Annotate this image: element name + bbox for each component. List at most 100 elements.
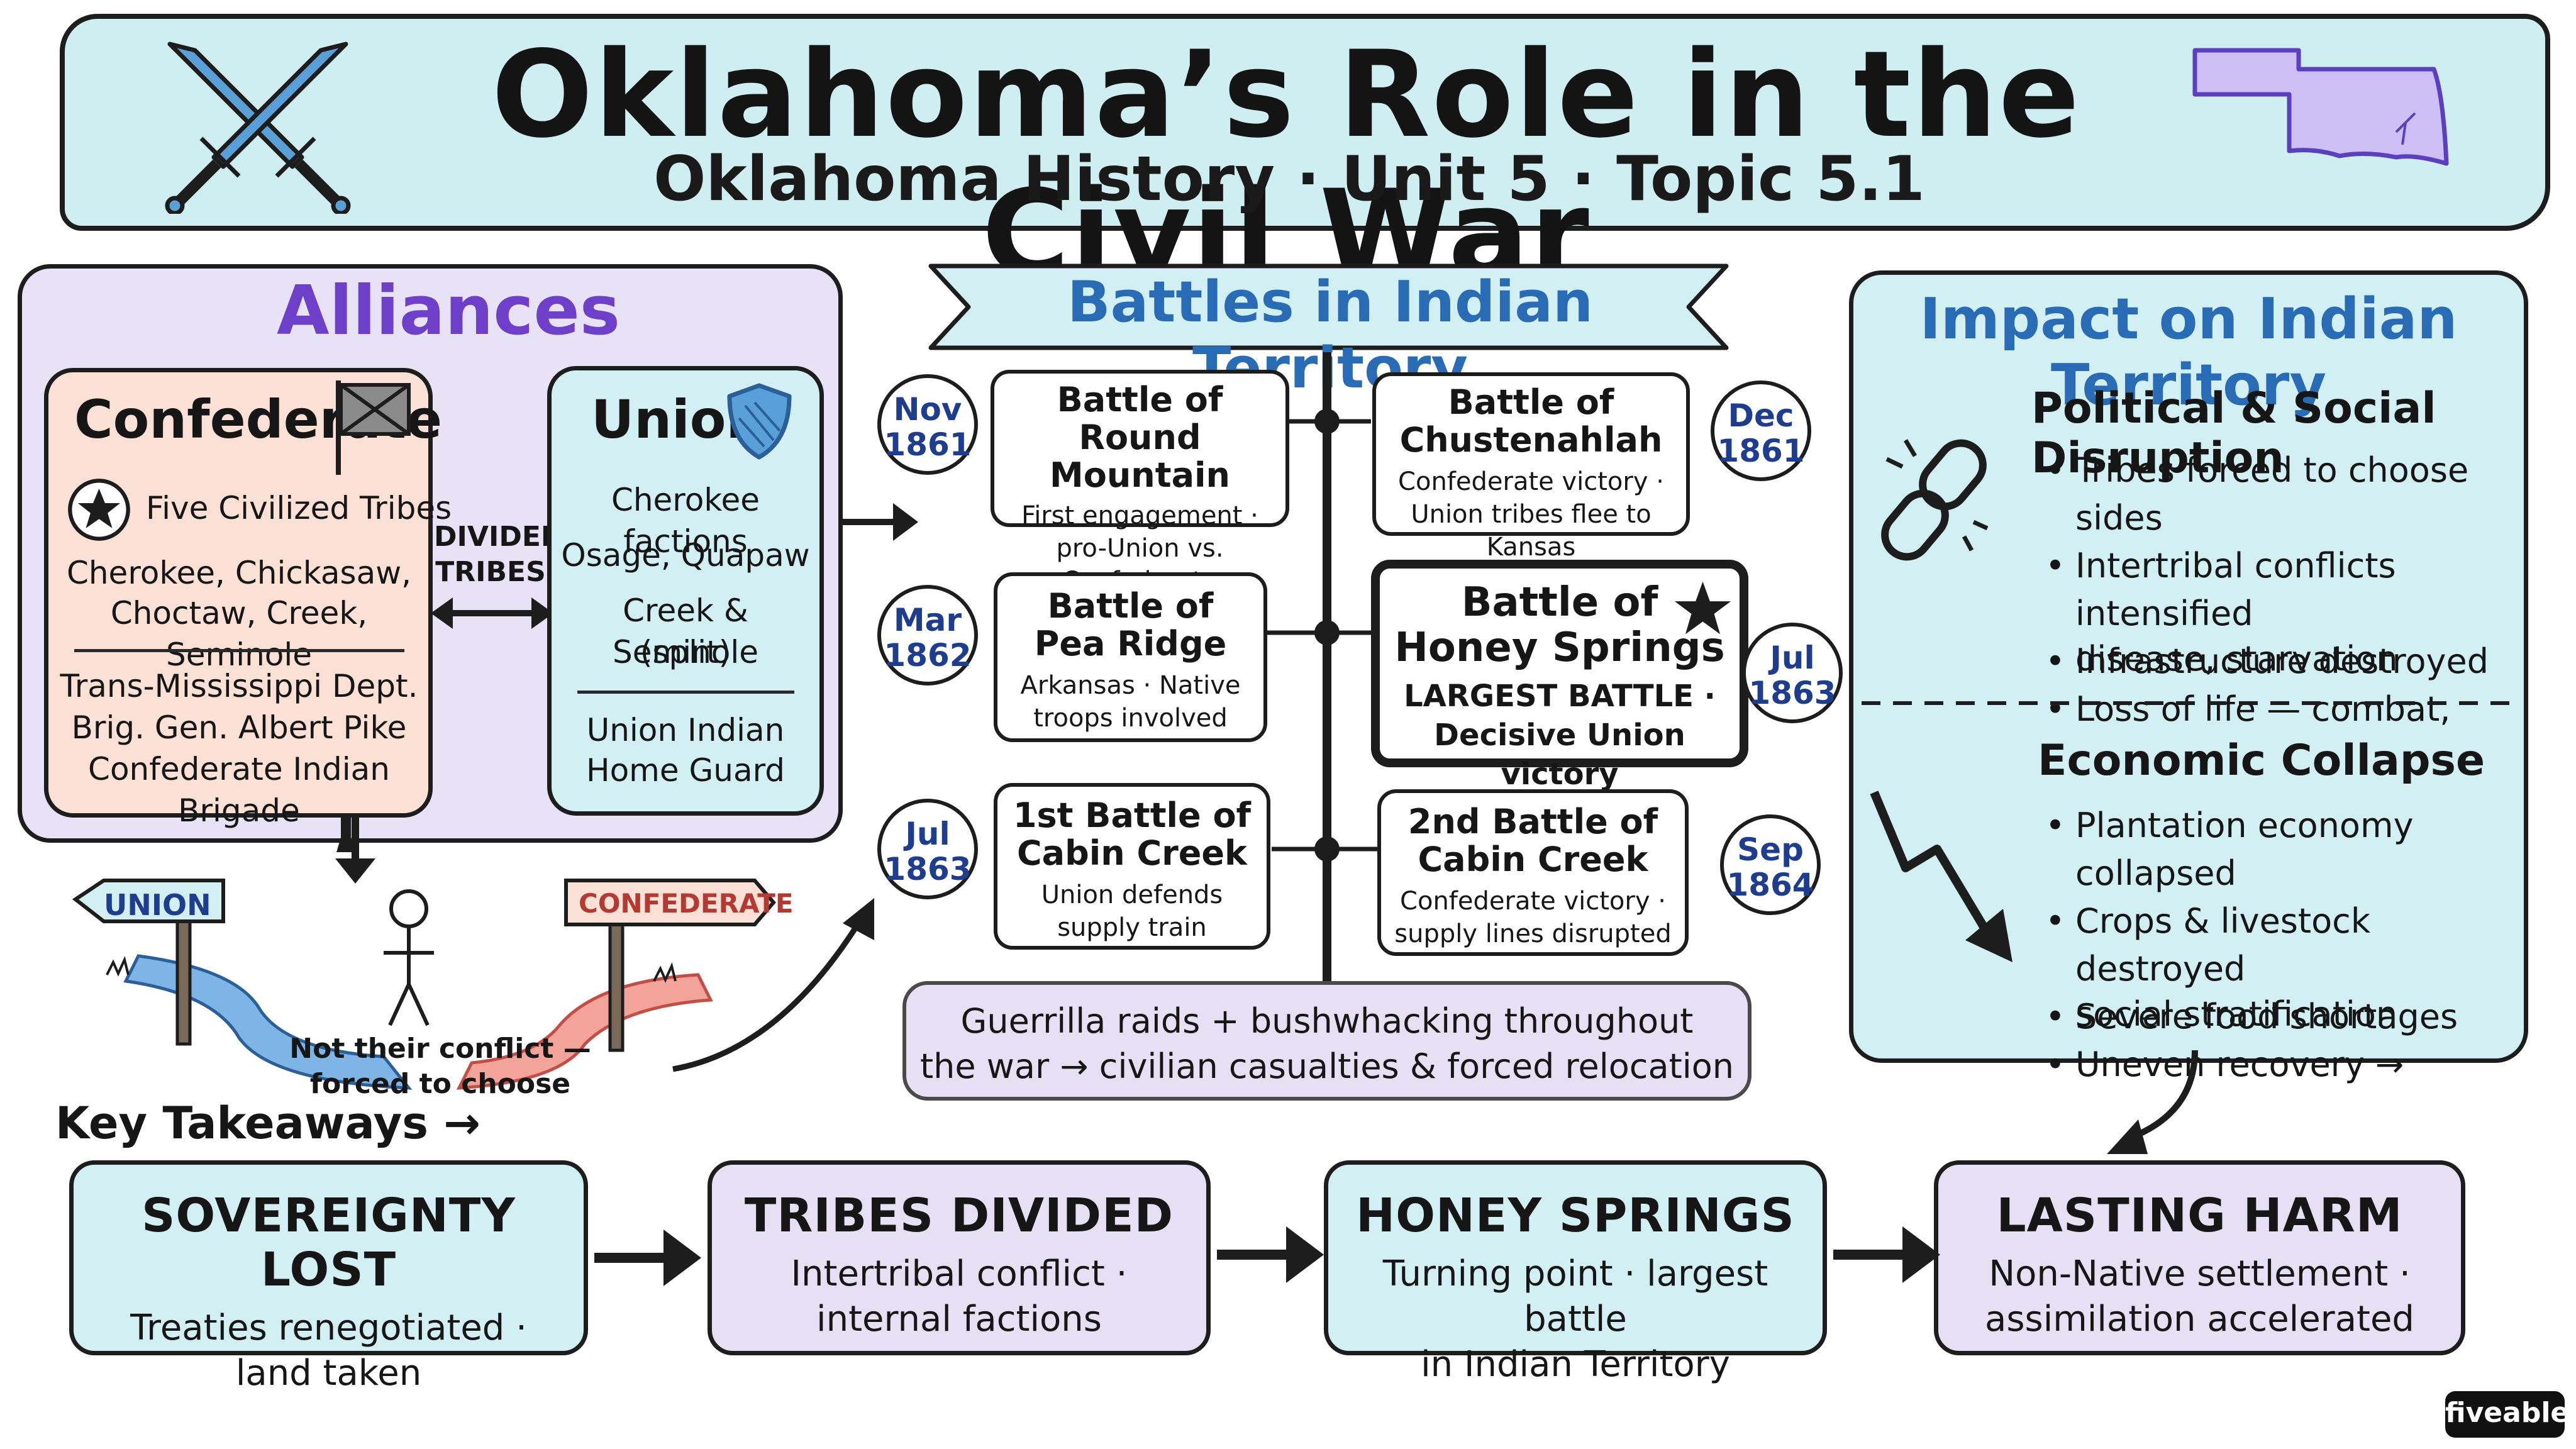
battle-desc-line2: troops involved [1033,704,1228,733]
battle-name-line1: Battle of [1057,380,1223,419]
list-item: Uneven recovery → [2038,1041,2516,1089]
list-item: Intertribal conflicts intensified [2038,542,2516,638]
divided-line2: TRIBES [435,556,546,588]
battle-card-pea-ridge: Battle of Pea Ridge Arkansas · Native tr… [994,572,1267,742]
list-item-continued: disease, starvation [2075,639,2398,679]
confederate-dept-line1: Trans-Mississippi Dept. [60,668,418,704]
battle-card-2nd-cabin-creek: 2nd Battle of Cabin Creek Confederate vi… [1377,789,1689,956]
takeaway-line2: in Indian Territory [1421,1344,1730,1385]
date-year: 1862 [884,637,972,674]
confederate-dept-line2: Brig. Gen. Albert Pike [71,709,407,746]
date-month: Jul [905,816,950,852]
battle-name-line2: Chustenahlah [1399,420,1663,460]
shield-icon [727,383,792,460]
right-arrow-icon [840,503,918,541]
battle-date-badge: Dec 1861 [1711,380,1811,481]
union-line2: Osage, Quapaw [561,537,810,574]
battle-desc-line2: Union tribes flee to Kansas [1411,500,1652,562]
takeaway-card-honey-springs: HONEY SPRINGS Turning point · largest ba… [1324,1160,1827,1385]
battle-date-badge: Mar 1862 [877,585,978,686]
union-guard-line1: Union Indian [586,712,785,748]
star-icon [68,479,130,541]
political-list: Tribes forced to choose sides Intertriba… [2038,447,2516,733]
list-item: Plantation economy collapsed [2038,802,2516,897]
confederate-tribes-line2: Choctaw, Creek, Seminole [110,595,368,673]
guerrilla-note: Guerrilla raids + bushwhacking throughou… [902,981,1752,1101]
battle-card-chustenahlah: Battle of Chustenahlah Confederate victo… [1372,372,1690,562]
takeaway-card-sovereignty: SOVEREIGNTY LOST Treaties renegotiated ·… [69,1160,588,1394]
right-arrow-icon [594,1230,701,1286]
battles-ribbon [928,264,1729,350]
takeaway-line1: Intertribal conflict · [791,1253,1128,1294]
page-subtitle: Oklahoma History · Unit 5 · Topic 5.1 [653,143,1925,215]
battle-desc-line1: First engagement · [1021,501,1258,530]
battle-name-line2: Round Mountain [1050,418,1230,495]
key-takeaways-label: Key Takeaways → [55,1097,480,1149]
divided-line1: DIVIDED [434,521,564,553]
battle-desc-line2: supply train [1057,913,1207,942]
right-arrow-icon [1833,1226,1940,1283]
battle-desc-line1: Union defends [1041,880,1223,909]
list-item: Severe food shortages [2038,993,2516,1041]
takeaway-line1: Treaties renegotiated · [130,1307,527,1348]
union-line3: Creek & Seminole [612,592,759,670]
battle-name-line1: Battle of [1461,579,1658,626]
divided-tribes-label: DIVIDED TRIBES [434,519,564,590]
list-item: Crops & livestock destroyed [2038,897,2516,993]
battle-name-line2: Cabin Creek [1418,840,1648,879]
broken-chain-icon [1881,439,1989,561]
fiveable-logo: fiveable [2445,1391,2569,1438]
takeaway-card-tribes-divided: TRIBES DIVIDED Intertribal conflict · in… [708,1160,1211,1355]
star-icon [1674,581,1731,635]
battle-name-line2: Pea Ridge [1034,624,1227,663]
guerrilla-line2: the war → civilian casualties & forced r… [919,1046,1735,1086]
battle-desc-line1: Arkansas · Native [1020,671,1241,700]
takeaway-line1: Non-Native settlement · [1989,1253,2411,1294]
guerrilla-line1: Guerrilla raids + bushwhacking throughou… [960,1001,1694,1041]
takeaway-heading: LASTING HARM [1996,1189,2403,1243]
date-month: Dec [1728,397,1794,434]
oklahoma-map-icon [2192,48,2449,166]
confederate-sign-label: CONFEDERATE [579,888,794,919]
date-month: Jul [1770,640,1815,676]
conflict-line1: Not their conflict — [289,1033,591,1065]
battle-desc-line1: Confederate victory · [1400,887,1666,916]
dashed-divider [1862,701,2522,705]
date-year: 1861 [1717,433,1805,469]
takeaway-line2: assimilation accelerated [1985,1299,2414,1340]
confederate-flag-icon [336,380,411,475]
battle-name-line1: 1st Battle of [1013,796,1252,835]
economic-heading: Economic Collapse [2038,736,2485,786]
battle-name-line1: 2nd Battle of [1407,802,1658,841]
battle-name-line1: Battle of [1047,586,1214,626]
five-civilized-tribes-label: Five Civilized Tribes [146,490,452,526]
not-their-conflict-caption: Not their conflict — forced to choose [283,1031,597,1102]
battle-card-honey-springs: Battle of Honey Springs LARGEST BATTLE ·… [1371,560,1748,792]
battle-card-1st-cabin-creek: 1st Battle of Cabin Creek Union defends … [994,783,1270,950]
crossroads-illustration [72,818,874,1090]
date-month: Sep [1737,831,1804,868]
list-item: Infrastructure destroyed [2038,638,2516,686]
battle-desc-line1: Confederate victory · [1398,467,1664,496]
battle-desc-line2: supply lines disrupted [1394,919,1672,948]
right-arrow-icon [1217,1226,1324,1283]
battle-date-badge: Sep 1864 [1720,814,1821,915]
takeaway-heading: SOVEREIGNTY LOST [142,1189,516,1297]
union-sign-label: UNION [104,888,211,922]
title-banner [60,14,2550,231]
takeaway-line1: Turning point · largest battle [1382,1253,1768,1340]
confederate-card [44,368,433,818]
confederate-dept-line3: Confederate Indian Brigade [88,751,390,829]
battle-date-badge: Jul 1863 [877,799,978,899]
battle-desc-line1: LARGEST BATTLE · [1404,679,1716,714]
takeaway-heading: TRIBES DIVIDED [744,1189,1174,1243]
list-item-continued: social stratification [2075,994,2398,1034]
double-arrow-icon [431,597,553,629]
battle-card-round-mountain: Battle of Round Mountain First engagemen… [991,370,1289,596]
battle-date-badge: Jul 1863 [1742,623,1843,723]
date-year: 1861 [884,426,972,463]
list-item: Loss of life — combat, [2038,686,2516,733]
union-line4: (split) [640,634,731,670]
down-trend-arrow-icon [1870,791,2012,962]
list-item: Tribes forced to choose sides [2038,447,2516,542]
